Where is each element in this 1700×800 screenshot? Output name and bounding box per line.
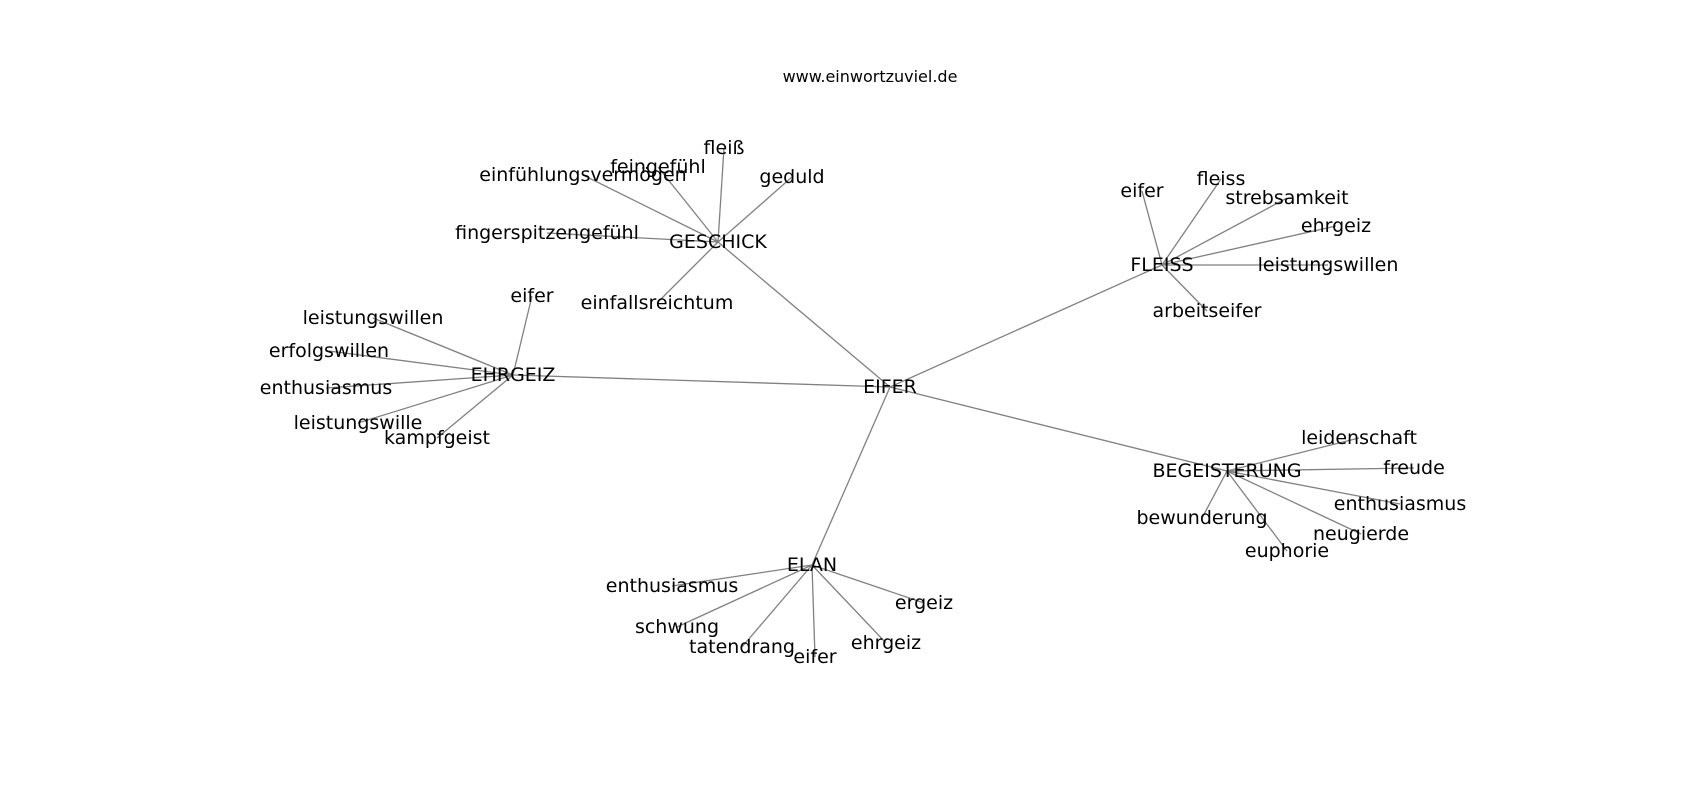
leaf-node-label: leidenschaft xyxy=(1301,427,1417,449)
edge-hub-leaf xyxy=(656,241,719,304)
leaf-node-label: tatendrang xyxy=(689,636,795,658)
leaf-node-label: kampfgeist xyxy=(384,427,490,449)
edge-hub-leaf xyxy=(1226,470,1362,535)
leaf-node-label: fingerspitzengefühl xyxy=(455,222,639,244)
edge-hub-leaf xyxy=(1161,264,1208,312)
leaf-node-label: enthusiasmus xyxy=(260,377,392,399)
edge-hub-leaf xyxy=(717,176,793,243)
edge-hub-leaf xyxy=(372,317,514,376)
leaf-node-label: fleiss xyxy=(1197,168,1246,190)
leaf-node-label: einfühlungsvermögen xyxy=(479,164,686,186)
edge-hub-leaf xyxy=(657,166,719,243)
edge-hub-leaf xyxy=(512,295,533,376)
edge-hub-leaf xyxy=(1226,437,1360,472)
edge-hub-leaf xyxy=(1226,470,1401,505)
edge-hub-leaf xyxy=(811,564,887,644)
source-url: www.einwortzuviel.de xyxy=(783,67,958,86)
edge-hub-leaf xyxy=(582,174,719,243)
leaf-node-label: schwung xyxy=(635,616,719,638)
leaf-node-label: ehrgeiz xyxy=(1301,215,1371,237)
edge-hub-leaf xyxy=(1201,470,1228,519)
leaf-node-label: ergeiz xyxy=(895,592,953,614)
leaf-node-label: leistungswillen xyxy=(303,307,444,329)
node-labels: EIFER GESCHICK fleißfeingefühleinfühlungsv… xyxy=(260,137,1466,668)
leaf-node-label: neugierde xyxy=(1313,523,1409,545)
hub-node-label: GESCHICK xyxy=(669,231,767,253)
leaf-node-label: erfolgswillen xyxy=(269,340,389,362)
edge-hub-leaf xyxy=(671,564,813,587)
edge-hub-leaf xyxy=(1141,190,1163,266)
edge-hub-leaf xyxy=(357,374,514,424)
edge-hub-leaf xyxy=(436,374,514,439)
leaf-node-label: einfallsreichtum xyxy=(581,292,734,314)
edge-hub-leaf xyxy=(325,374,514,389)
edge-center-hub xyxy=(512,374,891,388)
edge-center-hub xyxy=(889,264,1163,388)
leaf-node-label: euphorie xyxy=(1245,540,1329,562)
edge-hub-leaf xyxy=(676,564,813,628)
leaf-node-label: eifer xyxy=(793,646,836,668)
leaf-node-label: strebsamkeit xyxy=(1225,187,1348,209)
leaf-node-label: geduld xyxy=(759,166,824,188)
edge-center-hub xyxy=(811,386,891,566)
leaf-node-label: feingefühl xyxy=(610,156,706,178)
leaf-node-label: leistungswille xyxy=(294,412,423,434)
hub-node-label: BEGEISTERUNG xyxy=(1152,460,1301,482)
edge-hub-leaf xyxy=(811,564,925,604)
leaf-node-label: ehrgeiz xyxy=(851,632,921,654)
edge-hub-leaf xyxy=(741,564,813,648)
edge-hub-leaf xyxy=(546,232,719,243)
leaf-node-label: eifer xyxy=(1120,180,1163,202)
leaf-node-label: eifer xyxy=(510,285,553,307)
center-node-label: EIFER xyxy=(863,376,917,398)
edge-hub-leaf xyxy=(1161,197,1288,266)
leaf-node-label: freude xyxy=(1383,457,1445,479)
hub-node-label: ELAN xyxy=(787,554,837,576)
edge-hub-leaf xyxy=(717,147,725,243)
edges xyxy=(325,147,1415,658)
hub-node-label: EHRGEIZ xyxy=(471,364,556,386)
edge-center-hub xyxy=(717,241,891,388)
leaf-node-label: enthusiasmus xyxy=(1334,493,1466,515)
leaf-node-label: enthusiasmus xyxy=(606,575,738,597)
leaf-node-label: fleiß xyxy=(704,137,745,159)
edge-hub-leaf xyxy=(1161,178,1222,266)
edge-center-hub xyxy=(889,386,1228,472)
edge-hub-leaf xyxy=(811,564,816,658)
leaf-node-label: leistungswillen xyxy=(1258,254,1399,276)
edge-hub-leaf xyxy=(1226,467,1415,472)
edge-hub-leaf xyxy=(1161,225,1337,266)
leaf-node-label: arbeitseifer xyxy=(1153,300,1262,322)
hub-node-label: FLEISS xyxy=(1130,254,1193,276)
edge-hub-leaf xyxy=(328,350,514,376)
edge-hub-leaf xyxy=(1226,470,1288,552)
leaf-node-label: bewunderung xyxy=(1136,507,1267,529)
